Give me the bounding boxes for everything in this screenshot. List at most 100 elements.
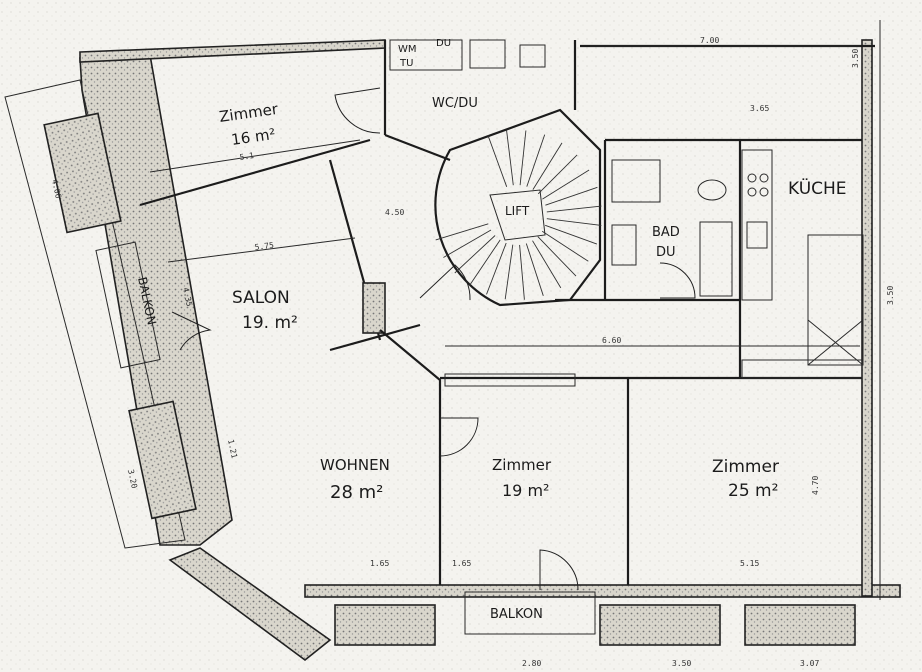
- area-wohnen: 28 m²: [330, 482, 383, 503]
- dim-right-top-short: 3.50: [851, 49, 860, 68]
- right-wall: [861, 39, 873, 597]
- bottom-left-wall: [168, 547, 332, 662]
- dimension-annotations: 7.00 3.50 3.65 5.1 4.50 5.75 4.35 6.60 1…: [50, 36, 895, 668]
- stair-tread: [443, 229, 492, 258]
- dim-zimmer-right-side: 4.70: [811, 476, 820, 495]
- label-bad: BAD: [652, 225, 680, 240]
- stair-tread: [537, 236, 577, 277]
- label-du-small: DU: [436, 38, 451, 49]
- dim-bottom-3: 3.07: [800, 659, 819, 668]
- corridor-storage: [444, 373, 576, 387]
- lift-shaft: [489, 189, 546, 241]
- dim-right-side: 3.50: [886, 286, 895, 305]
- stair-tread: [545, 224, 598, 245]
- dim-salon-side: 4.35: [181, 287, 194, 308]
- dim-bottom-2: 3.50: [672, 659, 691, 668]
- label-balkon-bottom: BALKON: [490, 607, 543, 622]
- balkon-left-outline: [95, 241, 161, 369]
- stair-tread: [546, 218, 602, 226]
- area-zimmer-mid: 19 m²: [502, 481, 549, 500]
- window-bottom-2: [599, 604, 721, 646]
- door-zimmer-mid: [439, 417, 479, 457]
- doors: [171, 87, 696, 591]
- label-wm: WM: [398, 44, 417, 55]
- bad-washbasin: [611, 224, 637, 266]
- label-tu: TU: [399, 58, 413, 69]
- bad-shower: [611, 159, 661, 203]
- label-zimmer-right: Zimmer: [712, 457, 779, 477]
- left-outer-balcony-rail: [4, 79, 186, 549]
- stair-tread: [519, 130, 527, 186]
- wc-bottom-wall: [384, 133, 451, 162]
- stair-tread: [525, 243, 544, 296]
- salon-column: [362, 282, 386, 334]
- label-wohnen: WOHNEN: [320, 456, 390, 474]
- stair-tread: [435, 223, 489, 241]
- stair-tread: [486, 242, 507, 295]
- window-bottom-1: [334, 604, 436, 646]
- window-left-1: [43, 112, 122, 234]
- bathtub: [699, 221, 733, 297]
- stove-burner-1: [747, 173, 757, 183]
- stair-tread: [532, 142, 563, 190]
- stair-tread: [506, 130, 514, 186]
- window-left-2: [128, 400, 197, 520]
- door-salon-balkon: [171, 311, 212, 351]
- area-salon: 19. m²: [242, 313, 298, 333]
- room-labels: Zimmer 16 m² SALON 19. m² WOHNEN 28 m² Z…: [135, 38, 846, 622]
- salon-wohnen-wall: [329, 323, 421, 352]
- stove-burner-4: [759, 187, 769, 197]
- dim-zimmer-top-side: 4.50: [385, 208, 404, 217]
- exterior-walls: [4, 20, 901, 662]
- stair-tread: [504, 244, 514, 300]
- kitchen-unit-right: [807, 234, 864, 366]
- area-zimmer-right: 25 m²: [728, 481, 778, 501]
- wm-tu-niche: [389, 39, 463, 71]
- stair-tread: [454, 235, 496, 274]
- door-stair: [419, 264, 471, 301]
- dim-corridor: 6.60: [602, 336, 621, 345]
- dim-kitchen-top: 3.65: [750, 104, 769, 113]
- zimmer-salon-wall: [139, 138, 371, 207]
- dim-zimmer-top-width: 5.1: [239, 151, 255, 162]
- dim-zimmer-right-bottom: 5.15: [740, 559, 759, 568]
- dim-left-2: 3.20: [126, 469, 139, 490]
- kitchen-unit-cross-2: [807, 319, 864, 366]
- label-zimmer-mid: Zimmer: [492, 456, 552, 474]
- dim-line-salon: [167, 237, 356, 263]
- kitchen-counter: [741, 149, 773, 301]
- stair-treads: [435, 130, 602, 300]
- stair-tread: [537, 154, 578, 195]
- wohnen-right-wall: [379, 329, 442, 585]
- dim-bottom-1: 2.80: [522, 659, 541, 668]
- stair-tread: [469, 239, 501, 286]
- door-bad: [659, 262, 696, 299]
- stair-tread: [532, 240, 562, 289]
- bad-toilet: [697, 179, 727, 201]
- stairwell: [434, 108, 602, 307]
- windows: [43, 112, 863, 646]
- dim-balkon-side: 1.21: [226, 439, 239, 460]
- stair-tread: [526, 134, 546, 187]
- label-bad-du: DU: [656, 245, 676, 260]
- dim-left-1: 4.06: [50, 179, 63, 200]
- balkon-bottom-outline: [464, 591, 596, 635]
- stair-tread: [487, 134, 508, 187]
- corridor-storage-right: [741, 359, 863, 379]
- stove-burner-3: [747, 187, 757, 197]
- wc-basin: [519, 44, 546, 68]
- label-kueche: KÜCHE: [788, 177, 847, 199]
- label-lift: LIFT: [505, 204, 530, 218]
- stair-tread: [542, 169, 590, 200]
- stair-outer-curve: [434, 108, 602, 307]
- dim-wohnen-bottom: 1.65: [370, 559, 389, 568]
- label-wc-du: WC/DU: [432, 96, 478, 111]
- dim-zimmer-mid-bottom: 1.65: [452, 559, 471, 568]
- door-balkon-bottom: [539, 549, 579, 591]
- stove-burner-2: [759, 173, 769, 183]
- kitchen-sink: [746, 221, 768, 249]
- stair-tread: [545, 186, 598, 206]
- window-bottom-3: [744, 604, 856, 646]
- dim-line-zimmer-top: [149, 139, 361, 173]
